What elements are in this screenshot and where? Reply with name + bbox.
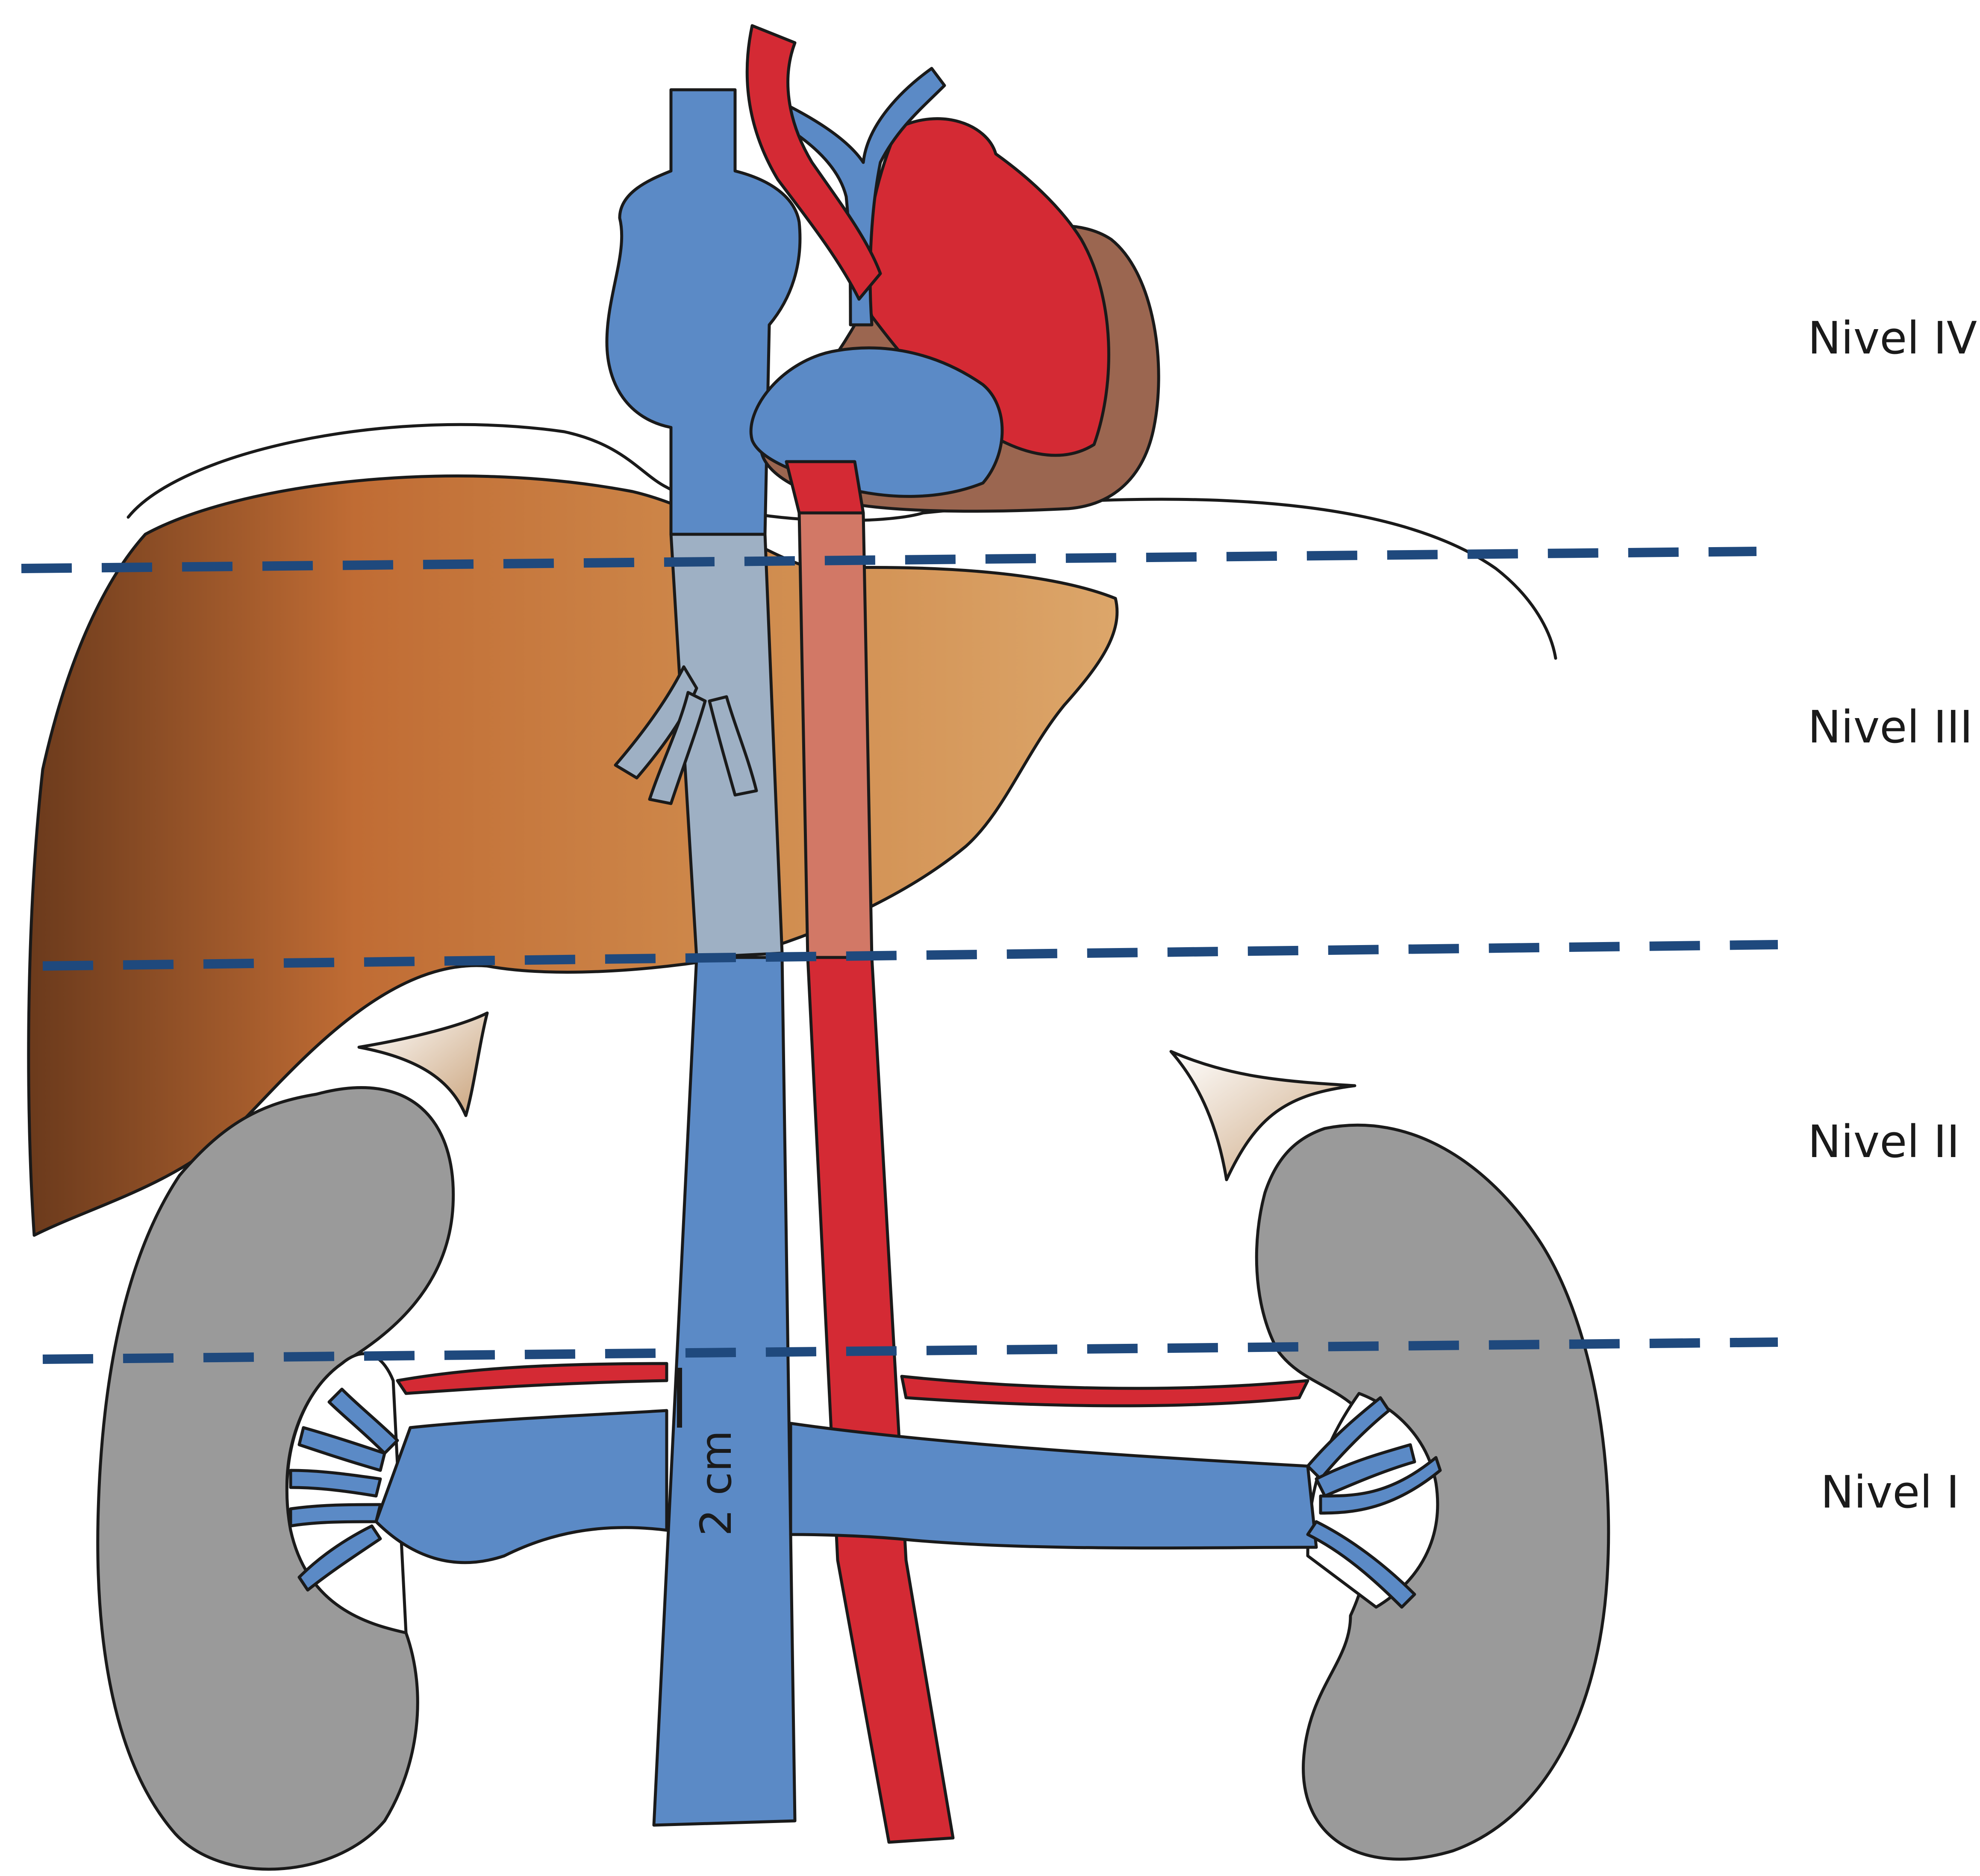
scale-label: 2 cm xyxy=(691,1430,741,1536)
renal-artery-left xyxy=(902,1376,1308,1406)
level-label-i: Nivel I xyxy=(1821,1466,1959,1518)
renal-vein-left xyxy=(791,1423,1316,1548)
level-label-iv: Nivel IV xyxy=(1808,312,1977,364)
renal-vein-right xyxy=(376,1411,667,1563)
liver xyxy=(29,476,1117,1235)
level-label-ii: Nivel II xyxy=(1808,1116,1960,1168)
vena-cava-inferior xyxy=(654,957,795,1825)
level-label-iii: Nivel III xyxy=(1808,701,1973,753)
aorta-intrahepatic xyxy=(799,513,872,957)
aorta-thoracic xyxy=(786,462,863,513)
renal-artery-right xyxy=(397,1364,667,1393)
